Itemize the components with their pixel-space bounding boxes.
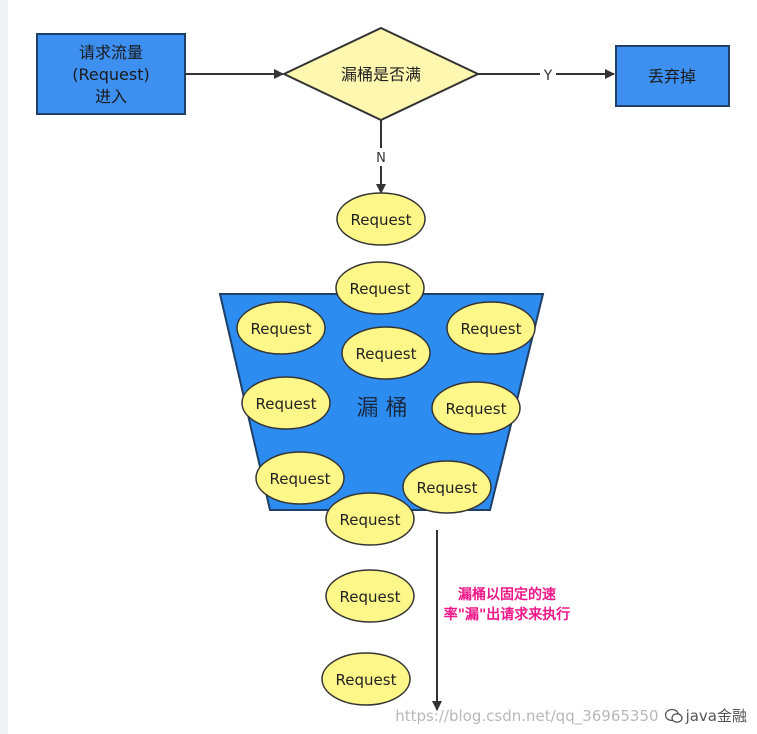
no-label-bg (372, 148, 390, 166)
request-label: Request (340, 588, 401, 606)
request-ellipse: Request (236, 301, 326, 355)
yes-label-bg (540, 64, 556, 84)
request-ellipse: Request (321, 652, 411, 706)
request-label: Request (270, 470, 331, 488)
discard-box: 丢弃掉 (615, 45, 730, 107)
request-ellipse: Request (402, 460, 492, 514)
request-label: Request (417, 479, 478, 497)
yes-label: Y (543, 68, 553, 84)
request-label: Request (461, 320, 522, 338)
bucket-label: 漏 桶 (357, 396, 408, 421)
leak-rate-note: 漏桶以固定的速 率"漏"出请求来执行 (432, 585, 582, 625)
start-box-line1: 请求流量 (79, 43, 143, 62)
no-label: N (376, 151, 386, 166)
request-label: Request (350, 280, 411, 298)
request-label: Request (340, 511, 401, 529)
start-box-line3: 进入 (95, 87, 127, 106)
request-ellipse: Request (341, 326, 431, 380)
request-label: Request (351, 211, 412, 229)
request-ellipse: Request (325, 492, 415, 546)
decision-diamond: 漏桶是否满 (281, 26, 481, 122)
watermark-url: https://blog.csdn.net/qq_36965350 (395, 706, 659, 725)
decision-label: 漏桶是否满 (341, 65, 421, 84)
start-box: 请求流量 (Request) 进入 (36, 33, 186, 115)
discard-label: 丢弃掉 (648, 67, 696, 86)
watermark-brand: java金融 (664, 705, 747, 726)
wechat-icon (664, 708, 683, 723)
request-ellipse: Request (241, 376, 331, 430)
request-ellipses: Request Request Request Request Request … (236, 192, 536, 706)
request-ellipse: Request (336, 192, 426, 246)
watermark-brand-text: java金融 (685, 707, 747, 725)
request-label: Request (446, 400, 507, 418)
request-ellipse: Request (255, 451, 345, 505)
start-box-line2: (Request) (72, 65, 149, 84)
leak-rate-note-line1: 漏桶以固定的速 (458, 587, 556, 603)
left-margin-strip (0, 0, 8, 734)
request-label: Request (251, 320, 312, 338)
request-label: Request (356, 345, 417, 363)
leak-rate-note-line2: 率"漏"出请求来执行 (443, 607, 571, 623)
request-label: Request (256, 395, 317, 413)
request-ellipse: Request (431, 381, 521, 435)
request-ellipse: Request (325, 569, 415, 623)
watermark: https://blog.csdn.net/qq_36965350 java金融 (395, 705, 747, 726)
request-ellipse: Request (446, 301, 536, 355)
request-label: Request (336, 671, 397, 689)
request-ellipse: Request (335, 261, 425, 315)
